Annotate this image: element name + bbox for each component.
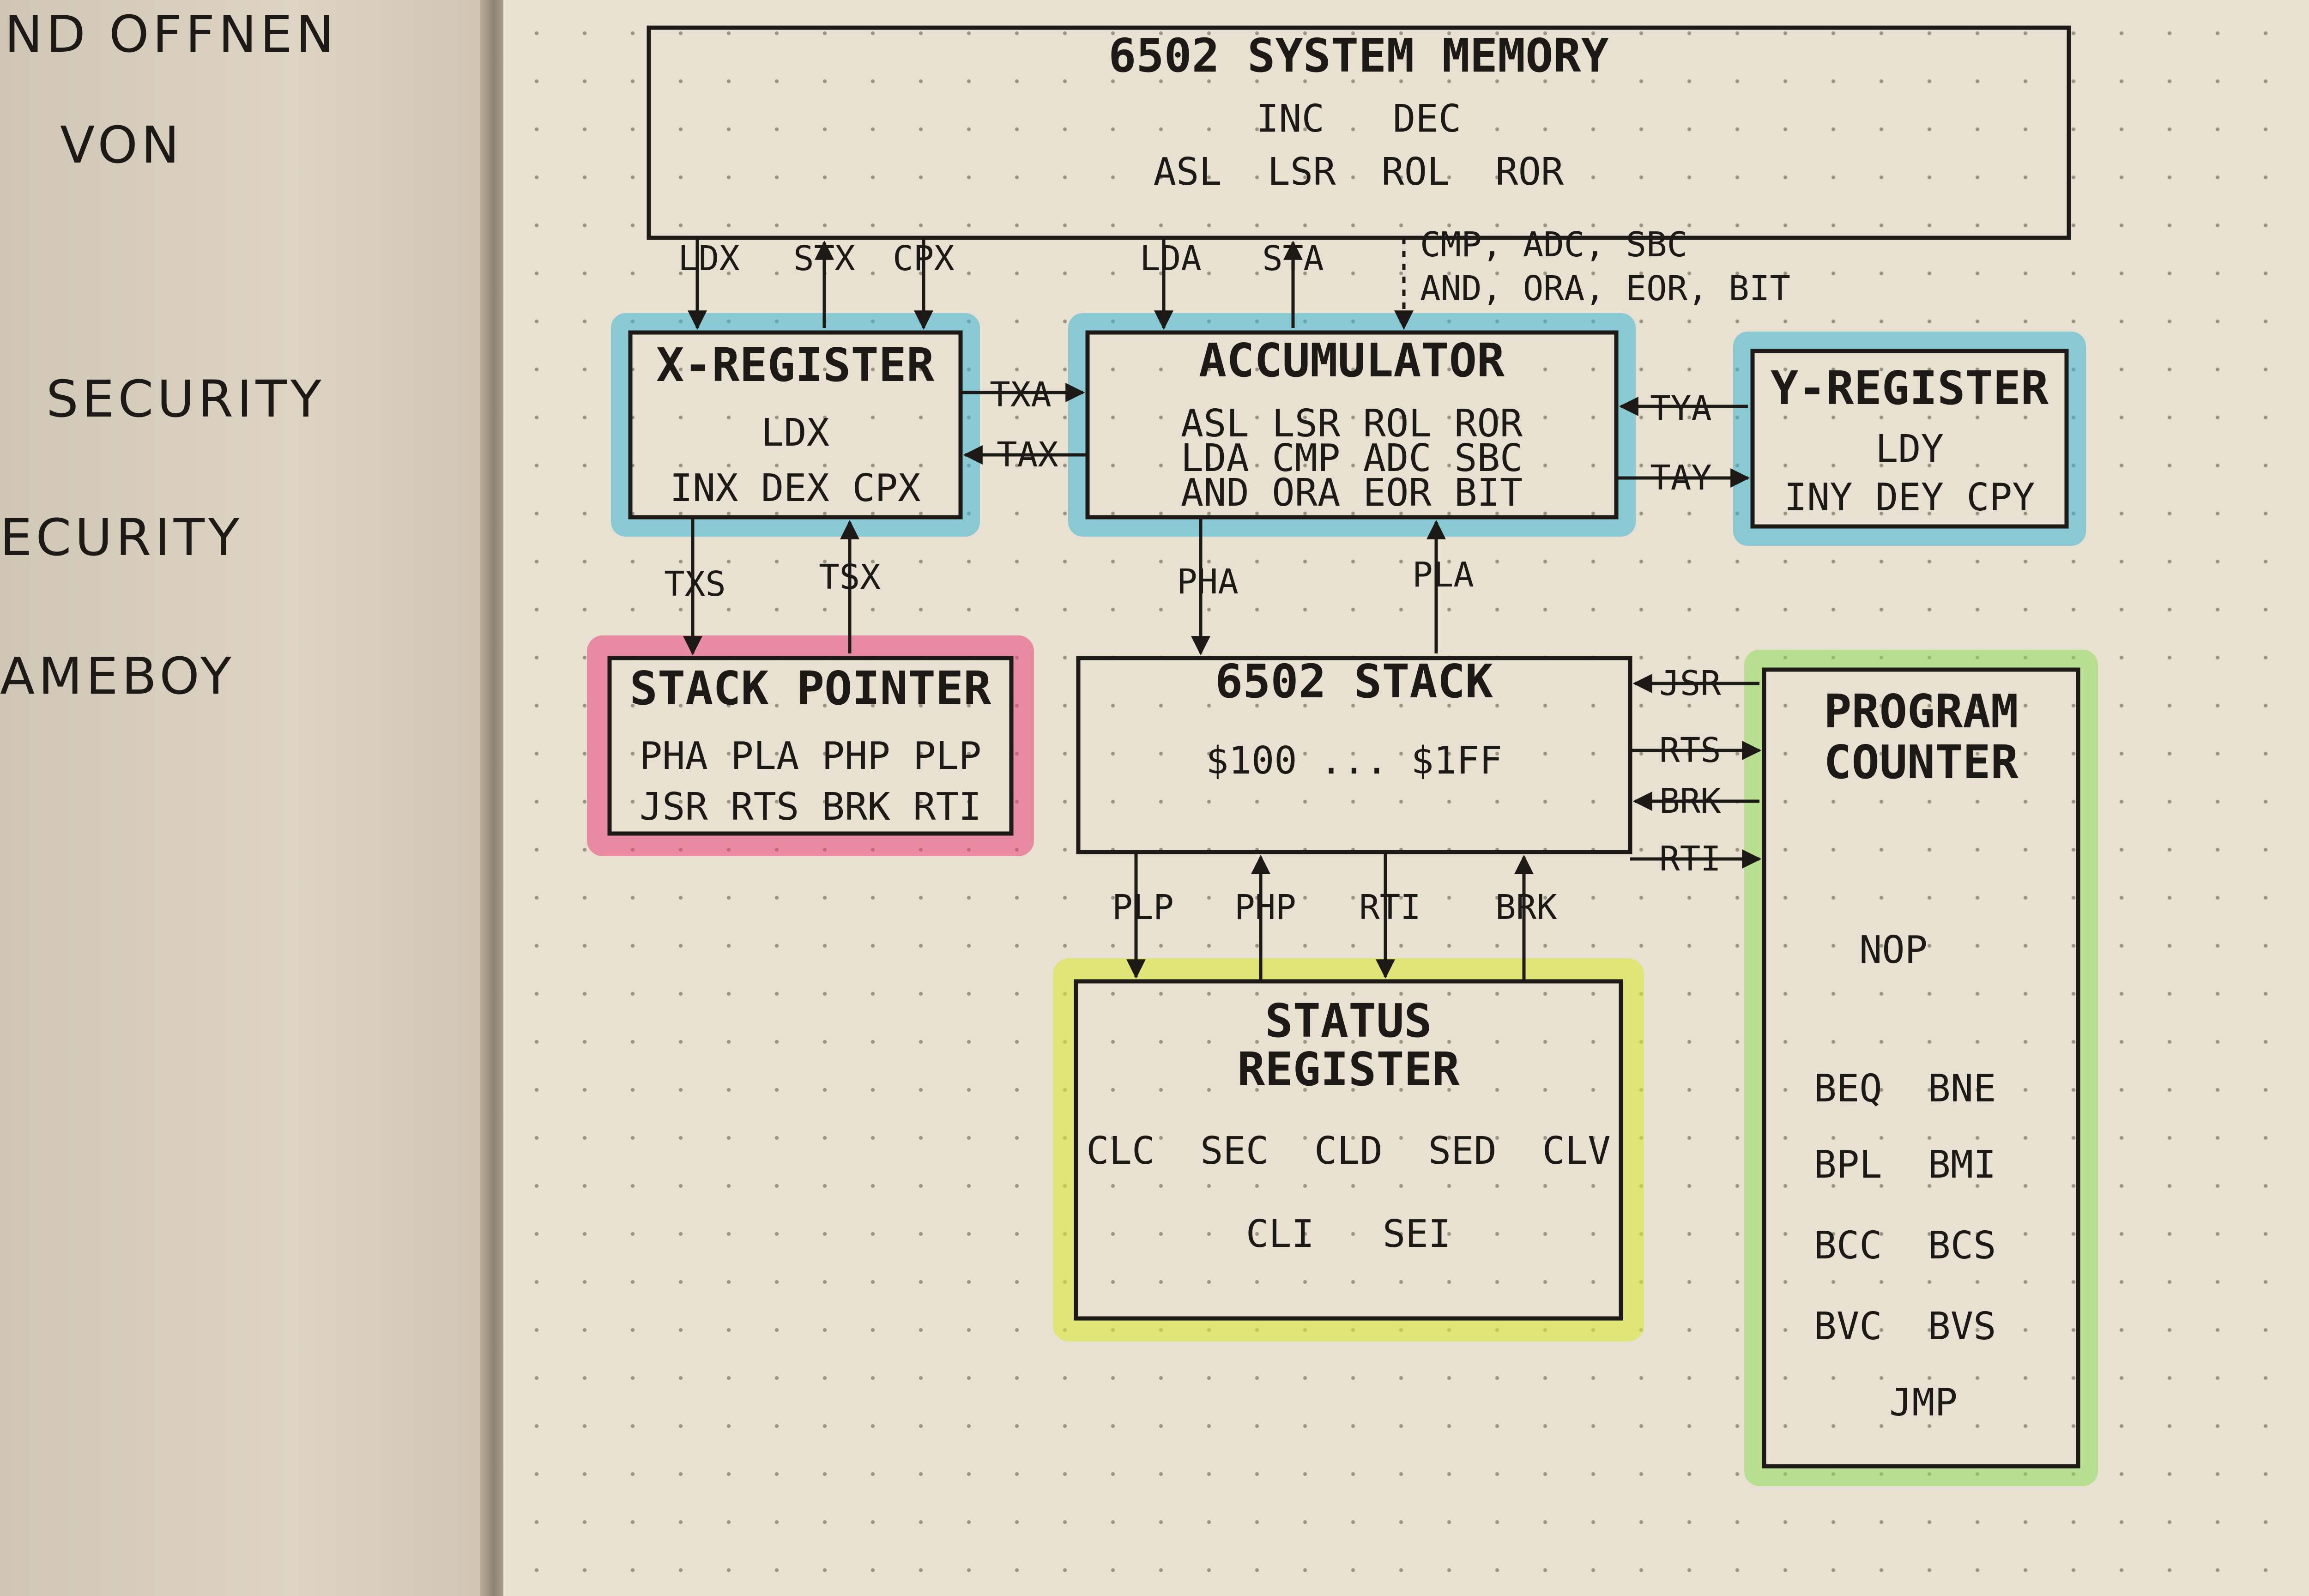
left-note-2: VON: [60, 115, 183, 175]
status-register-flag-ops: CLC SEC CLD SED CLV: [1086, 1129, 1610, 1173]
program-counter-op: JMP: [1889, 1381, 1958, 1425]
program-counter-op: BVC BVS: [1814, 1305, 1996, 1348]
status-register-highlight: [1053, 958, 1644, 1342]
program-counter-highlight: [1744, 650, 2098, 1486]
edge-label-sta: STA: [1262, 239, 1324, 278]
program-counter-title-1: PROGRAM: [1824, 684, 2018, 738]
left-page: [0, 0, 490, 1596]
edge-label-pla: PLA: [1412, 555, 1474, 595]
stack-pointer-push-pull-ops: PHA PLA PHP PLP: [640, 734, 982, 778]
left-note-4: ECURITY: [0, 508, 243, 567]
edge-label-cpx: CPX: [893, 239, 955, 278]
accumulator-shift-ops: ASL LSR ROL ROR: [1181, 402, 1523, 446]
stack-pointer-jump-ops: JSR RTS BRK RTI: [640, 785, 982, 829]
edge-label-memory-alu-1: CMP, ADC, SBC: [1420, 225, 1687, 265]
status-register-interrupt-ops: CLI SEI: [1246, 1212, 1451, 1256]
y-register-highlight: [1733, 332, 2086, 546]
program-counter-box: [1762, 667, 2080, 1469]
edge-label-rts: RTS: [1659, 731, 1721, 770]
edge-label-stx: STX: [793, 239, 855, 278]
status-register-title-1: STATUS: [1265, 994, 1432, 1048]
edge-label-rti: RTI: [1359, 888, 1421, 927]
system-memory-box: [647, 25, 2071, 240]
program-counter-op: BPL BMI: [1814, 1143, 1996, 1187]
accumulator-box: [1085, 330, 1619, 520]
left-note-5: AMEBOY: [0, 647, 235, 706]
edge-label-brk: BRK: [1495, 888, 1557, 927]
system-memory-inc-dec: INC DEC: [1256, 97, 1461, 141]
edge-label-pha: PHA: [1177, 562, 1239, 602]
edge-label-brk-pc: BRK: [1659, 781, 1721, 821]
edge-label-tax: TAX: [997, 435, 1058, 475]
y-register-title: Y-REGISTER: [1771, 361, 2049, 415]
stack-address-range: $100 ... $1FF: [1206, 739, 1502, 783]
status-register-box: [1074, 979, 1623, 1321]
edge-label-lda: LDA: [1140, 239, 1202, 278]
dotted-page: [503, 0, 2309, 1596]
x-register-title: X-REGISTER: [656, 338, 935, 392]
edge-label-txs: TXS: [664, 564, 726, 604]
left-note-1: ND OFFNEN: [5, 5, 338, 64]
edge-label-memory-alu-2: AND, ORA, EOR, BIT: [1420, 269, 1790, 308]
stack-pointer-box: [607, 656, 1014, 836]
program-counter-op: BEQ BNE: [1814, 1067, 1996, 1111]
edge-label-tay: TAY: [1650, 458, 1712, 498]
y-register-ops: INY DEY CPY: [1784, 476, 2035, 520]
edge-label-plp: PLP: [1112, 888, 1174, 927]
edge-label-php: PHP: [1234, 888, 1296, 927]
edge-label-tsx: TSX: [819, 557, 881, 597]
accumulator-arith-ops: LDA CMP ADC SBC: [1181, 436, 1523, 480]
stack-box: [1076, 656, 1632, 854]
status-register-title-2: REGISTER: [1237, 1042, 1460, 1096]
accumulator-highlight: [1068, 313, 1636, 537]
edge-label-ldx: LDX: [678, 239, 740, 278]
system-memory-shift-ops: ASL LSR ROL ROR: [1154, 150, 1564, 194]
accumulator-title: ACCUMULATOR: [1199, 333, 1505, 387]
program-counter-op: BCC BCS: [1814, 1224, 1996, 1268]
accumulator-logic-ops: AND ORA EOR BIT: [1181, 471, 1523, 515]
y-register-load: LDY: [1875, 427, 1944, 471]
x-register-ops: INX DEX CPX: [670, 466, 920, 510]
edge-label-tya: TYA: [1650, 389, 1712, 429]
edge-label-txa: TXA: [990, 375, 1052, 415]
program-counter-op: NOP: [1859, 928, 1928, 972]
left-note-3: SECURITY: [46, 369, 325, 429]
stack-pointer-highlight: [587, 635, 1034, 856]
edge-label-jsr: JSR: [1659, 664, 1721, 703]
x-register-box: [628, 330, 963, 520]
system-memory-title: 6502 SYSTEM MEMORY: [1108, 29, 1609, 83]
stack-pointer-title: STACK POINTER: [630, 661, 991, 715]
edge-label-rti-pc: RTI: [1659, 839, 1721, 879]
x-register-load: LDX: [761, 411, 829, 455]
stack-title: 6502 STACK: [1215, 654, 1493, 708]
x-register-highlight: [611, 313, 980, 537]
program-counter-title-2: COUNTER: [1824, 735, 2019, 789]
y-register-box: [1750, 349, 2069, 529]
